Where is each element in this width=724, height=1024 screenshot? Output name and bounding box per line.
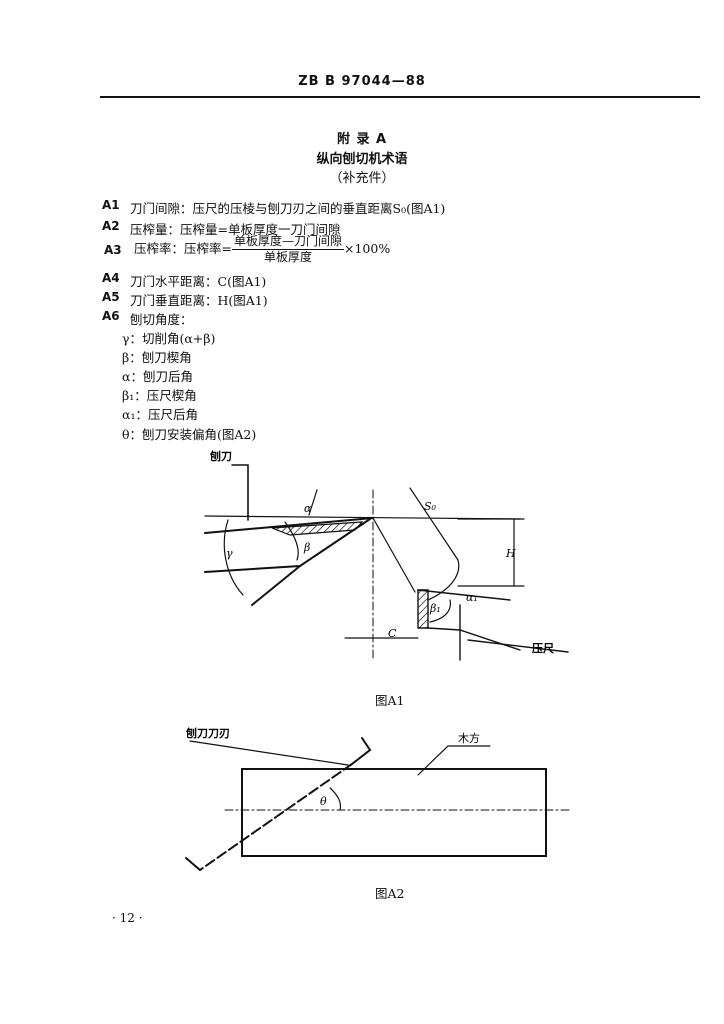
term-id-a3: A3	[104, 243, 122, 257]
term-text-a6: 刨切角度：	[130, 312, 193, 327]
alpha1-arc	[427, 559, 460, 601]
angle-item-beta1: β₁：压尺楔角	[122, 388, 197, 403]
label-c: C	[388, 627, 397, 640]
angle-item-alpha1: α₁：压尺后角	[122, 407, 198, 422]
figure-a1-caption: 图A1	[375, 693, 405, 708]
formula-prefix: 压榨率：压榨率=	[134, 241, 232, 256]
gamma-arc	[223, 519, 244, 596]
term-id-a5: A5	[102, 290, 120, 304]
blade-top-face	[204, 517, 374, 534]
blade-edge-dashed	[199, 763, 353, 871]
formula-denominator: 单板厚度	[263, 250, 312, 264]
angle-item-gamma: γ：切削角(α+β)	[122, 331, 216, 346]
label-gamma: γ	[226, 547, 233, 560]
label-blade: 刨刀	[209, 449, 232, 463]
term-id-a2: A2	[102, 219, 120, 233]
page-number: · 12 ·	[112, 911, 143, 925]
term-text-a2: 压榨量：压榨量=单板厚度一刀门间隙	[130, 222, 341, 237]
label-alpha1: α₁	[466, 591, 478, 604]
label-alpha: α	[304, 502, 312, 515]
term-text-a5: 刀门垂直距离：H(图A1)	[130, 293, 268, 308]
blade-edge-top	[351, 737, 372, 765]
s0-line-b	[409, 487, 459, 561]
appendix-label: 附 录 A	[336, 132, 388, 147]
timber-leader	[417, 745, 491, 776]
header-rule	[100, 96, 700, 98]
blade-back-line	[231, 464, 249, 521]
formula-fraction: 单板厚度—刀门间隙单板厚度	[231, 234, 344, 265]
blade-edge-bottom	[185, 857, 201, 871]
figure-a2-caption: 图A2	[375, 886, 405, 901]
term-text-a3: 压榨率：压榨率=单板厚度—刀门间隙单板厚度×100%	[134, 234, 390, 265]
h-dimension	[457, 518, 525, 587]
formula-suffix: ×100%	[344, 241, 391, 256]
label-pressure-bar: 压尺	[532, 641, 554, 655]
s0-line-a	[372, 517, 416, 593]
label-timber: 木方	[458, 731, 480, 745]
term-id-a1: A1	[102, 198, 120, 212]
timber-rect	[241, 768, 547, 857]
blade-lower-line	[251, 565, 301, 606]
term-id-a4: A4	[102, 271, 120, 285]
angle-item-theta: θ：刨刀安装偏角(图A2)	[122, 427, 257, 442]
label-beta1: β₁	[429, 602, 441, 615]
pressure-bar-leader	[467, 639, 569, 653]
formula-numerator: 单板厚度—刀门间隙	[231, 234, 344, 250]
label-theta: θ	[320, 795, 327, 808]
term-text-a1: 刀门间隙：压尺的压棱与刨刀刃之间的垂直距离S₀(图A1)	[130, 201, 446, 216]
blade-edge-leader	[189, 740, 349, 766]
beta-arc	[284, 521, 299, 561]
pressure-bar-top	[417, 589, 511, 601]
hatched-wedge	[271, 521, 364, 536]
label-blade-edge: 刨刀刀刃	[185, 726, 230, 740]
beta1-arc	[429, 599, 452, 623]
appendix-title: 纵向刨切机术语	[316, 152, 408, 167]
term-id-a6: A6	[102, 309, 120, 323]
theta-arc	[329, 787, 342, 811]
angle-item-alpha: α：刨刀后角	[122, 369, 193, 384]
standard-code: ZB B 97044—88	[298, 74, 426, 89]
term-text-a4: 刀门水平距离：C(图A1)	[130, 274, 267, 289]
alpha-marker	[308, 489, 318, 516]
label-s0: S₀	[424, 500, 437, 513]
label-beta: β	[303, 541, 310, 554]
angle-item-beta: β：刨刀楔角	[122, 350, 192, 365]
appendix-subtitle: （补充件）	[329, 171, 395, 186]
label-h: H	[505, 547, 516, 560]
